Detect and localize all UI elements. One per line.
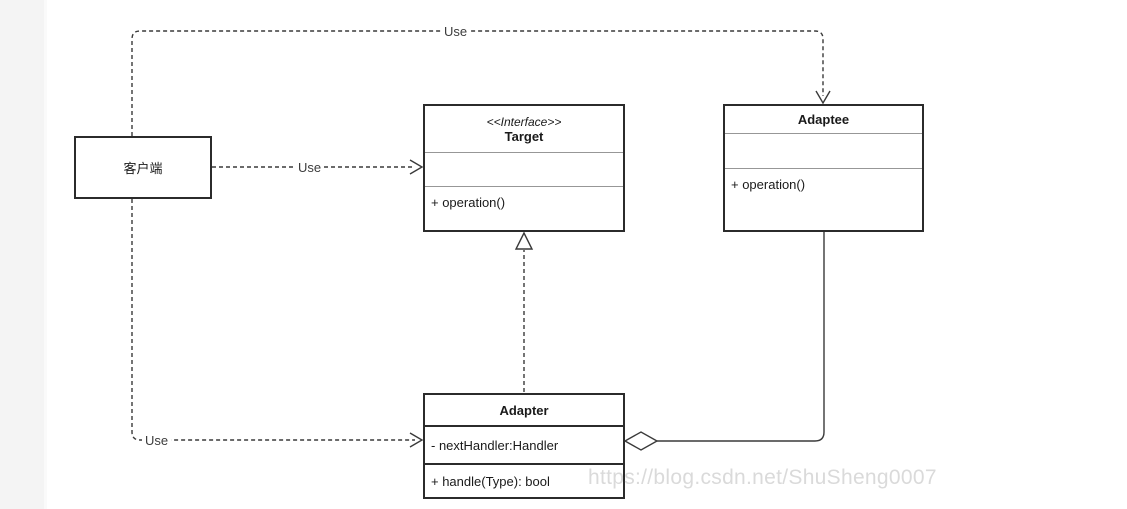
hollow-diamond <box>623 431 659 451</box>
open-arrowhead-target <box>409 159 424 175</box>
adapter-method: + handle(Type): bool <box>431 473 550 489</box>
watermark-text: https://blog.csdn.net/ShuSheng0007 <box>588 466 937 489</box>
page-gutter <box>0 0 47 509</box>
target-stereotype: <<Interface>> <box>486 114 562 129</box>
adaptee-title: Adaptee <box>797 112 850 127</box>
adaptee-method: + operation() <box>731 177 806 192</box>
client-title: 客户端 <box>123 161 163 176</box>
class-box-adaptee: Adaptee + operation() <box>723 104 924 232</box>
dependency-line-client-adaptee <box>131 30 824 136</box>
class-box-client: 客户端 <box>74 136 212 199</box>
open-arrowhead-adapter <box>409 432 424 448</box>
adaptee-attributes-section <box>725 133 922 168</box>
adapter-attribute: - nextHandler:Handler <box>431 437 559 453</box>
edge-label-use-top: Use <box>441 24 471 39</box>
adapter-attributes-section: - nextHandler:Handler <box>425 425 623 463</box>
target-attributes-section <box>425 152 623 186</box>
target-header: <<Interface>> Target <box>425 106 623 152</box>
target-method: + operation() <box>431 195 506 210</box>
adaptee-methods-section: + operation() <box>725 168 922 230</box>
hollow-triangle-arrowhead <box>514 231 534 250</box>
class-box-adapter: Adapter - nextHandler:Handler + handle(T… <box>423 393 625 499</box>
target-methods-section: + operation() <box>425 186 623 230</box>
adapter-header: Adapter <box>425 395 623 425</box>
adapter-methods-section: + handle(Type): bool <box>425 463 623 497</box>
adapter-title: Adapter <box>499 402 549 418</box>
edge-label-use-bottom: Use <box>142 433 172 448</box>
aggregation-line-adaptee-adapter <box>657 232 825 442</box>
open-arrowhead-adaptee <box>815 90 831 105</box>
adaptee-header: Adaptee <box>725 106 922 133</box>
target-title: Target <box>504 128 544 144</box>
edge-label-use-middle: Use <box>295 160 325 175</box>
dependency-line-client-adapter <box>131 199 415 441</box>
class-box-target: <<Interface>> Target + operation() <box>423 104 625 232</box>
